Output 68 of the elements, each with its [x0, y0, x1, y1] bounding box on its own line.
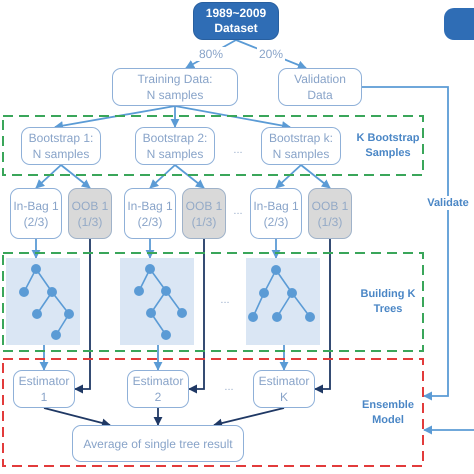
arrow — [149, 164, 176, 189]
oob-box — [308, 188, 352, 239]
group-label: Ensemble Model — [361, 398, 415, 428]
arrow — [272, 239, 280, 259]
arrow — [174, 164, 205, 189]
ellipsis-text: ... — [233, 205, 243, 217]
box-label: Training Data: N samples — [136, 71, 214, 103]
dashed-group-frame — [2, 115, 424, 176]
box-label: Average of single tree result — [83, 436, 233, 452]
box-label: OOB 1 (1/3) — [184, 198, 224, 230]
cropped-box — [444, 8, 474, 40]
box-label: Bootstrap 1: N samples — [28, 130, 94, 162]
arrow — [188, 239, 205, 394]
box-label: OOB 1 (1/3) — [70, 198, 110, 230]
arrow — [146, 239, 154, 259]
arrow — [314, 239, 331, 394]
box-label: In-Bag 1 (2/3) — [126, 198, 174, 230]
ellipsis-text: ... — [233, 144, 243, 156]
ellipsis-text: ... — [220, 294, 230, 306]
arrow — [74, 239, 91, 394]
group-label: K Bootstrap Samples — [356, 130, 420, 160]
oob-box — [182, 188, 226, 239]
box-label: In-Bag 1 (2/3) — [12, 198, 60, 230]
box-label: 1989~2009 Dataset — [204, 6, 268, 36]
arrow — [300, 164, 331, 189]
edge-label: 80% — [196, 47, 226, 61]
arrow — [154, 408, 162, 426]
arrow — [213, 407, 284, 428]
dashed-group-frame — [2, 252, 424, 352]
tree-panel — [120, 258, 194, 345]
ellipsis-text: ... — [224, 381, 234, 393]
edge-label: Validate — [425, 196, 471, 210]
tree-panel — [6, 258, 80, 345]
oob-box — [68, 188, 112, 239]
process-box — [21, 127, 101, 165]
arrow — [40, 345, 48, 371]
arrow — [35, 164, 62, 189]
box-label: Bootstrap 2: N samples — [142, 130, 208, 162]
arrow — [170, 106, 180, 128]
process-box — [72, 425, 244, 462]
arrow — [275, 164, 302, 189]
process-box — [135, 127, 215, 165]
arrow — [362, 86, 449, 400]
process-box — [278, 68, 362, 106]
arrow — [44, 407, 111, 428]
group-label: Building K Trees — [360, 287, 416, 317]
box-label: OOB 1 (1/3) — [310, 198, 350, 230]
box-label: Estimator 2 — [132, 373, 184, 405]
box-label: Estimator 1 — [18, 373, 70, 405]
box-label: Bootstrap k: N samples — [268, 130, 334, 162]
arrow — [280, 345, 288, 371]
process-box — [261, 127, 341, 165]
box-label: Estimator K — [258, 373, 310, 405]
box-label: Validation Data — [293, 71, 347, 103]
edge-label: 20% — [256, 47, 286, 61]
process-box — [250, 188, 302, 239]
process-box — [10, 188, 62, 239]
process-box — [112, 68, 238, 106]
dataset-box — [193, 2, 279, 40]
box-label: In-Bag 1 (2/3) — [252, 198, 300, 230]
arrow — [32, 239, 40, 259]
arrow — [174, 105, 291, 130]
tree-panel — [246, 258, 320, 345]
arrow — [154, 345, 162, 371]
dashed-group-frame — [2, 358, 424, 467]
process-box — [124, 188, 176, 239]
arrow — [423, 426, 474, 434]
arrow — [60, 164, 91, 189]
